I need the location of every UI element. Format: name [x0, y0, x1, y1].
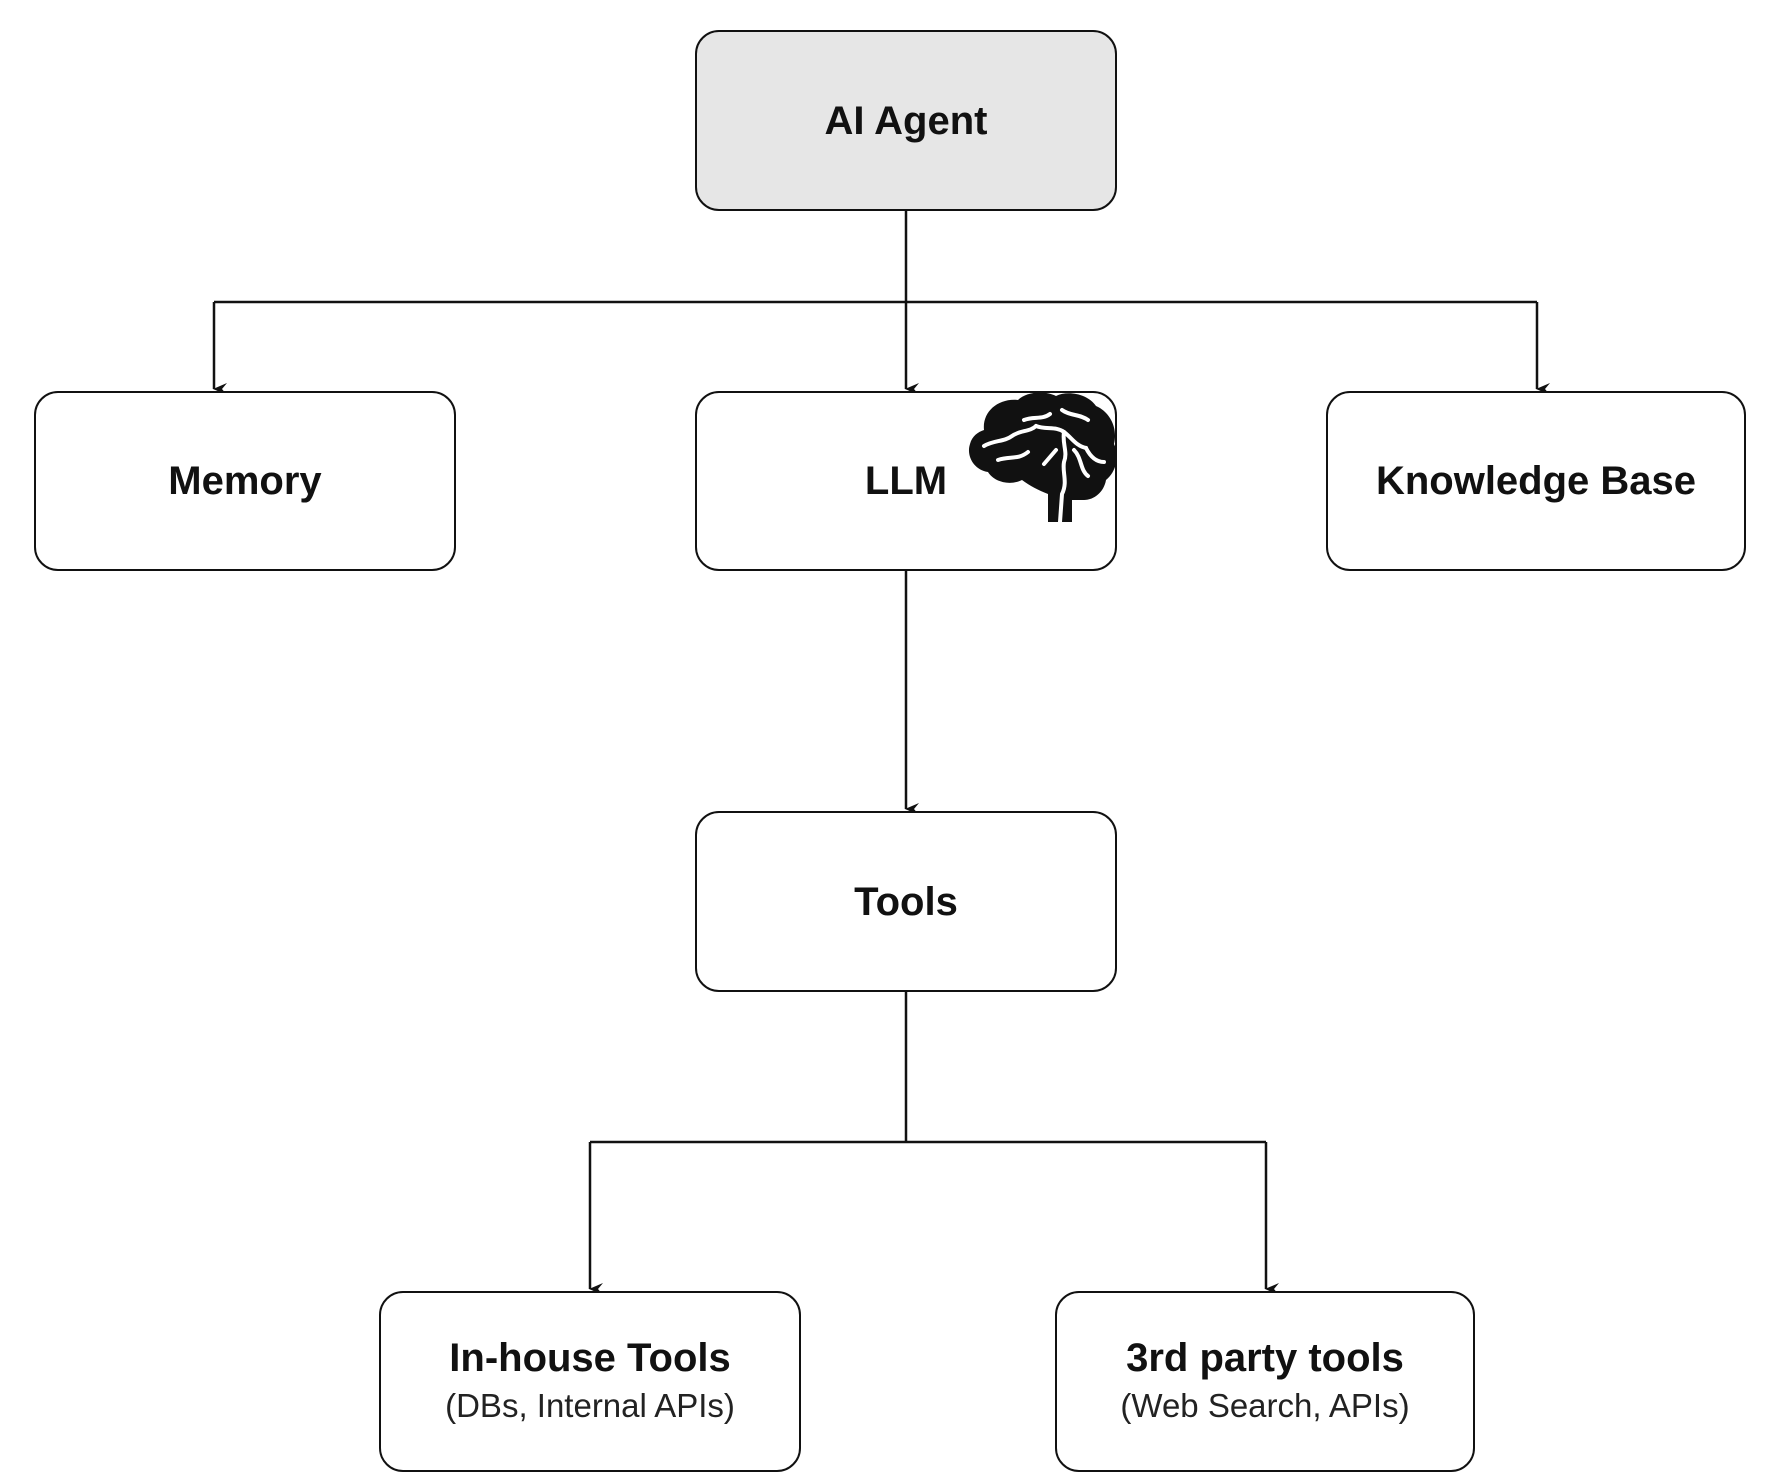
node-third-party-tools: 3rd party tools (Web Search, APIs) — [1055, 1291, 1475, 1472]
node-inhouse-tools: In-house Tools (DBs, Internal APIs) — [379, 1291, 801, 1472]
node-memory-title: Memory — [168, 459, 322, 503]
node-tools-title: Tools — [854, 879, 958, 924]
node-knowledge-base-title: Knowledge Base — [1375, 459, 1697, 503]
node-third-party-tools-subtitle: (Web Search, APIs) — [1120, 1387, 1410, 1425]
node-inhouse-tools-title: In-house Tools — [449, 1336, 731, 1381]
node-tools: Tools — [695, 811, 1117, 992]
node-inhouse-tools-subtitle: (DBs, Internal APIs) — [445, 1387, 735, 1425]
brain-icon — [969, 392, 1116, 522]
node-knowledge-base: Knowledge Base — [1326, 391, 1746, 571]
node-llm-title: LLM — [864, 459, 948, 503]
node-third-party-tools-title: 3rd party tools — [1126, 1336, 1404, 1381]
node-ai-agent-title: AI Agent — [824, 98, 988, 143]
node-memory: Memory — [34, 391, 456, 571]
node-ai-agent: AI Agent — [695, 30, 1117, 211]
